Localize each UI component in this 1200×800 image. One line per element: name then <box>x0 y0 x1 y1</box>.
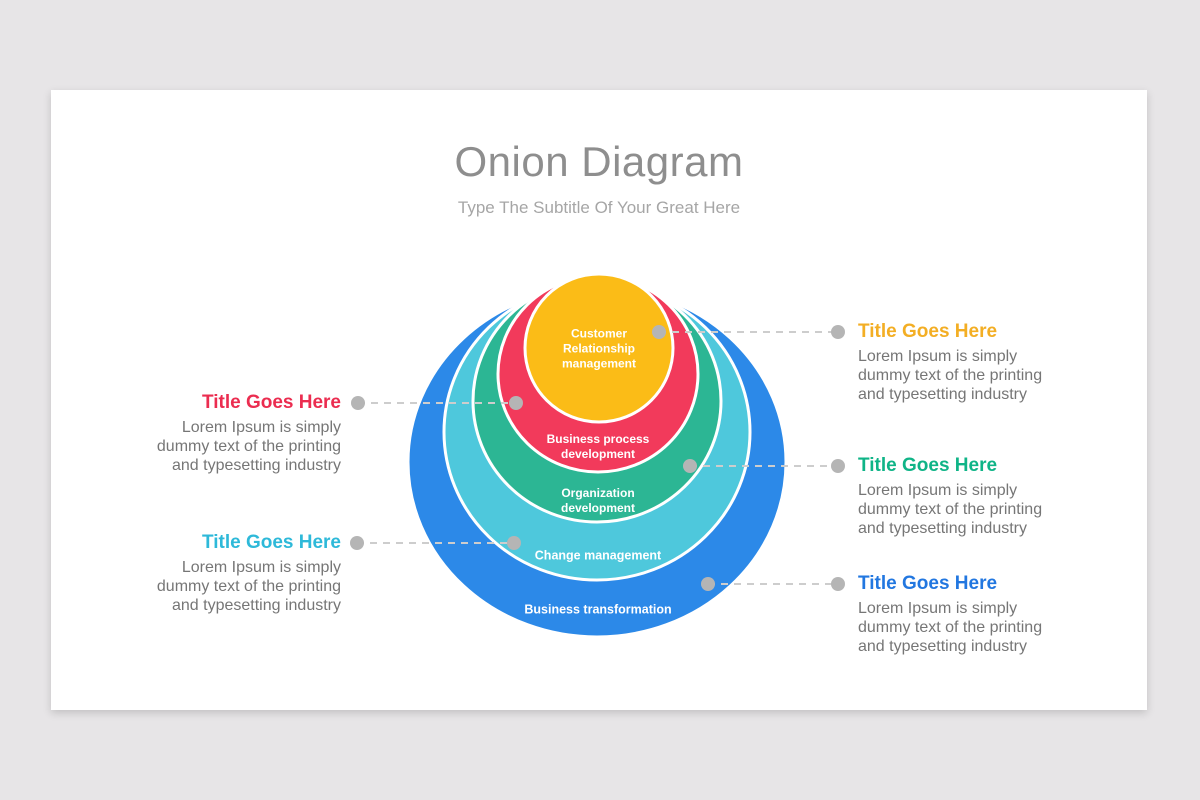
callout-left-top: Title Goes Here Lorem Ipsum is simply du… <box>145 392 341 475</box>
connector-dot-right-bottom-outer <box>831 577 845 591</box>
connector-dot-right-middle-inner <box>683 459 697 473</box>
connector-dot-right-bottom-inner <box>701 577 715 591</box>
callout-left-bottom: Title Goes Here Lorem Ipsum is simply du… <box>145 532 341 615</box>
layer-ellipse-customer-relationship-management <box>523 272 675 424</box>
callout-title: Title Goes Here <box>201 392 341 413</box>
callout-body: Lorem Ipsum is simply dummy text of the … <box>156 559 341 614</box>
callout-body: Lorem Ipsum is simply dummy text of the … <box>858 600 1043 655</box>
connector-dot-left-bottom-outer <box>350 536 364 550</box>
connector-dot-right-top-outer <box>831 325 845 339</box>
callout-title: Title Goes Here <box>201 532 341 553</box>
layer-label-business-transformation: Business transformation <box>524 602 672 617</box>
callout-body: Lorem Ipsum is simply dummy text of the … <box>858 348 1043 403</box>
connector-dot-left-top-outer <box>351 396 365 410</box>
callout-title: Title Goes Here <box>858 455 998 476</box>
connector-dot-left-top-inner <box>509 396 523 410</box>
layer-label-customer-relationship-management: Customer Relationship management <box>561 326 637 371</box>
layer-label-business-process-development: Business process development <box>546 432 650 461</box>
callout-title: Title Goes Here <box>858 573 998 594</box>
connector-dot-right-top-inner <box>652 325 666 339</box>
layer-label-organization-development: Organization development <box>560 486 635 515</box>
layer-label-change-management: Change management <box>534 548 662 563</box>
callout-right-bottom: Title Goes Here Lorem Ipsum is simply du… <box>858 573 1054 656</box>
callout-title: Title Goes Here <box>858 321 998 342</box>
callout-right-top: Title Goes Here Lorem Ipsum is simply du… <box>858 321 1054 404</box>
callout-right-middle: Title Goes Here Lorem Ipsum is simply du… <box>858 455 1054 538</box>
connector-dot-left-bottom-inner <box>507 536 521 550</box>
slide-subtitle: Type The Subtitle Of Your Great Here <box>457 198 741 217</box>
callout-body: Lorem Ipsum is simply dummy text of the … <box>156 419 341 474</box>
connector-dot-right-middle-outer <box>831 459 845 473</box>
slide-title: Onion Diagram <box>454 138 744 185</box>
callout-body: Lorem Ipsum is simply dummy text of the … <box>858 482 1043 537</box>
